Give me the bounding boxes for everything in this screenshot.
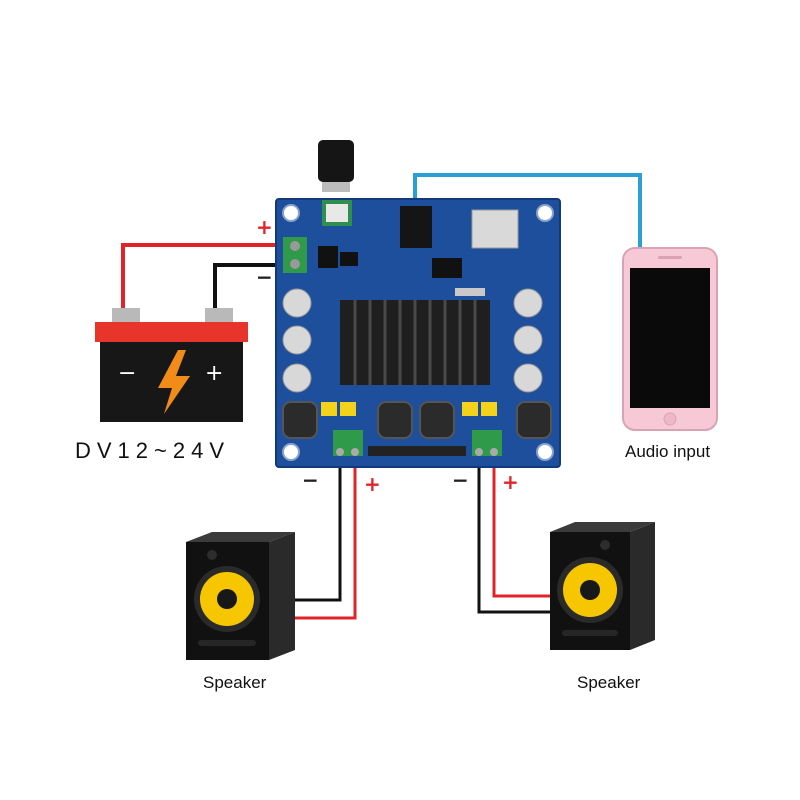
speaker-wires: [290, 455, 550, 620]
power-wires: [121, 243, 285, 318]
outl-minus-sign: −: [302, 468, 319, 492]
speaker-left: [186, 532, 295, 660]
battery-plus-symbol: +: [205, 361, 223, 386]
battery-minus-symbol: −: [118, 361, 136, 386]
battery: − +: [95, 308, 248, 422]
speaker-right-label: Speaker: [577, 673, 641, 692]
outr-minus-sign: −: [452, 468, 469, 492]
audio-input-label: Audio input: [625, 442, 711, 461]
lightning-bolt-icon: [158, 350, 190, 414]
supply-voltage-label: DV12~24V: [75, 438, 231, 463]
outr-plus-sign: +: [502, 470, 519, 494]
input-minus-sign: −: [256, 265, 273, 289]
speaker-left-label: Speaker: [203, 673, 267, 692]
outl-plus-sign: +: [364, 472, 381, 496]
phone-audio-source: [622, 247, 718, 431]
audio-cable: [413, 173, 642, 250]
amplifier-board: [275, 140, 561, 468]
speaker-right: [550, 522, 655, 650]
input-plus-sign: +: [256, 215, 273, 239]
